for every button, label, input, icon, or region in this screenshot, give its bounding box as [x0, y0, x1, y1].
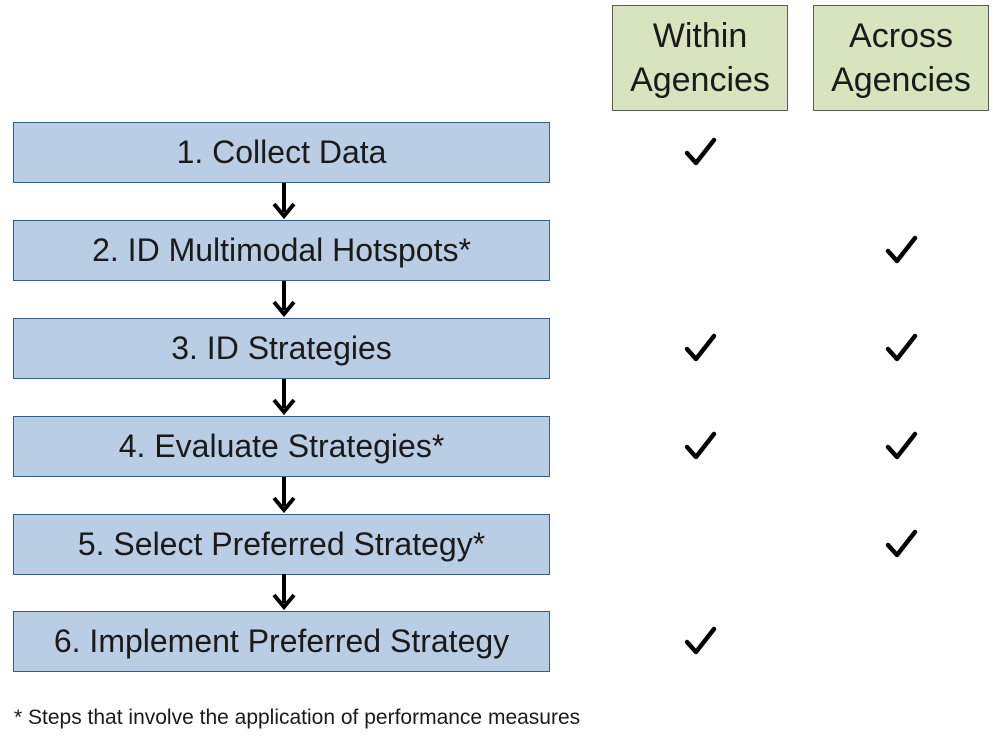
column-header-across-agencies: Across Agencies	[813, 5, 989, 111]
down-arrow-icon	[272, 183, 296, 220]
down-arrow-icon	[272, 379, 296, 416]
step-box-2: 2. ID Multimodal Hotspots*	[13, 220, 550, 281]
checkmark-icon	[885, 235, 918, 264]
column-header-within-agencies: Within Agencies	[612, 5, 788, 111]
checkmark-icon	[885, 333, 918, 362]
checkmark-icon	[684, 137, 717, 166]
step-label: 2. ID Multimodal Hotspots*	[92, 232, 471, 268]
checkmark-icon	[684, 626, 717, 655]
step-box-3: 3. ID Strategies	[13, 318, 550, 379]
footnote: * Steps that involve the application of …	[14, 706, 581, 729]
step-label: 5. Select Preferred Strategy*	[77, 526, 486, 562]
step-box-5: 5. Select Preferred Strategy*	[13, 514, 550, 575]
down-arrow-icon	[272, 574, 296, 611]
column-header-line: Agencies	[630, 61, 770, 99]
down-arrow-icon	[272, 477, 296, 514]
column-header-line: Within	[652, 17, 748, 55]
step-label: 1. Collect Data	[176, 134, 387, 170]
down-arrow-icon	[272, 281, 296, 318]
checkmark-icon	[684, 431, 717, 460]
step-box-4: 4. Evaluate Strategies*	[13, 416, 550, 477]
checkmark-icon	[684, 333, 717, 362]
checkmark-icon	[885, 529, 918, 558]
column-header-line: Across	[849, 17, 953, 55]
step-box-1: 1. Collect Data	[13, 122, 550, 183]
step-label: 6. Implement Preferred Strategy	[53, 623, 510, 659]
step-label: 4. Evaluate Strategies*	[118, 428, 445, 464]
column-header-line: Agencies	[831, 61, 971, 99]
step-box-6: 6. Implement Preferred Strategy	[13, 611, 550, 672]
checkmark-icon	[885, 431, 918, 460]
step-label: 3. ID Strategies	[171, 330, 392, 366]
